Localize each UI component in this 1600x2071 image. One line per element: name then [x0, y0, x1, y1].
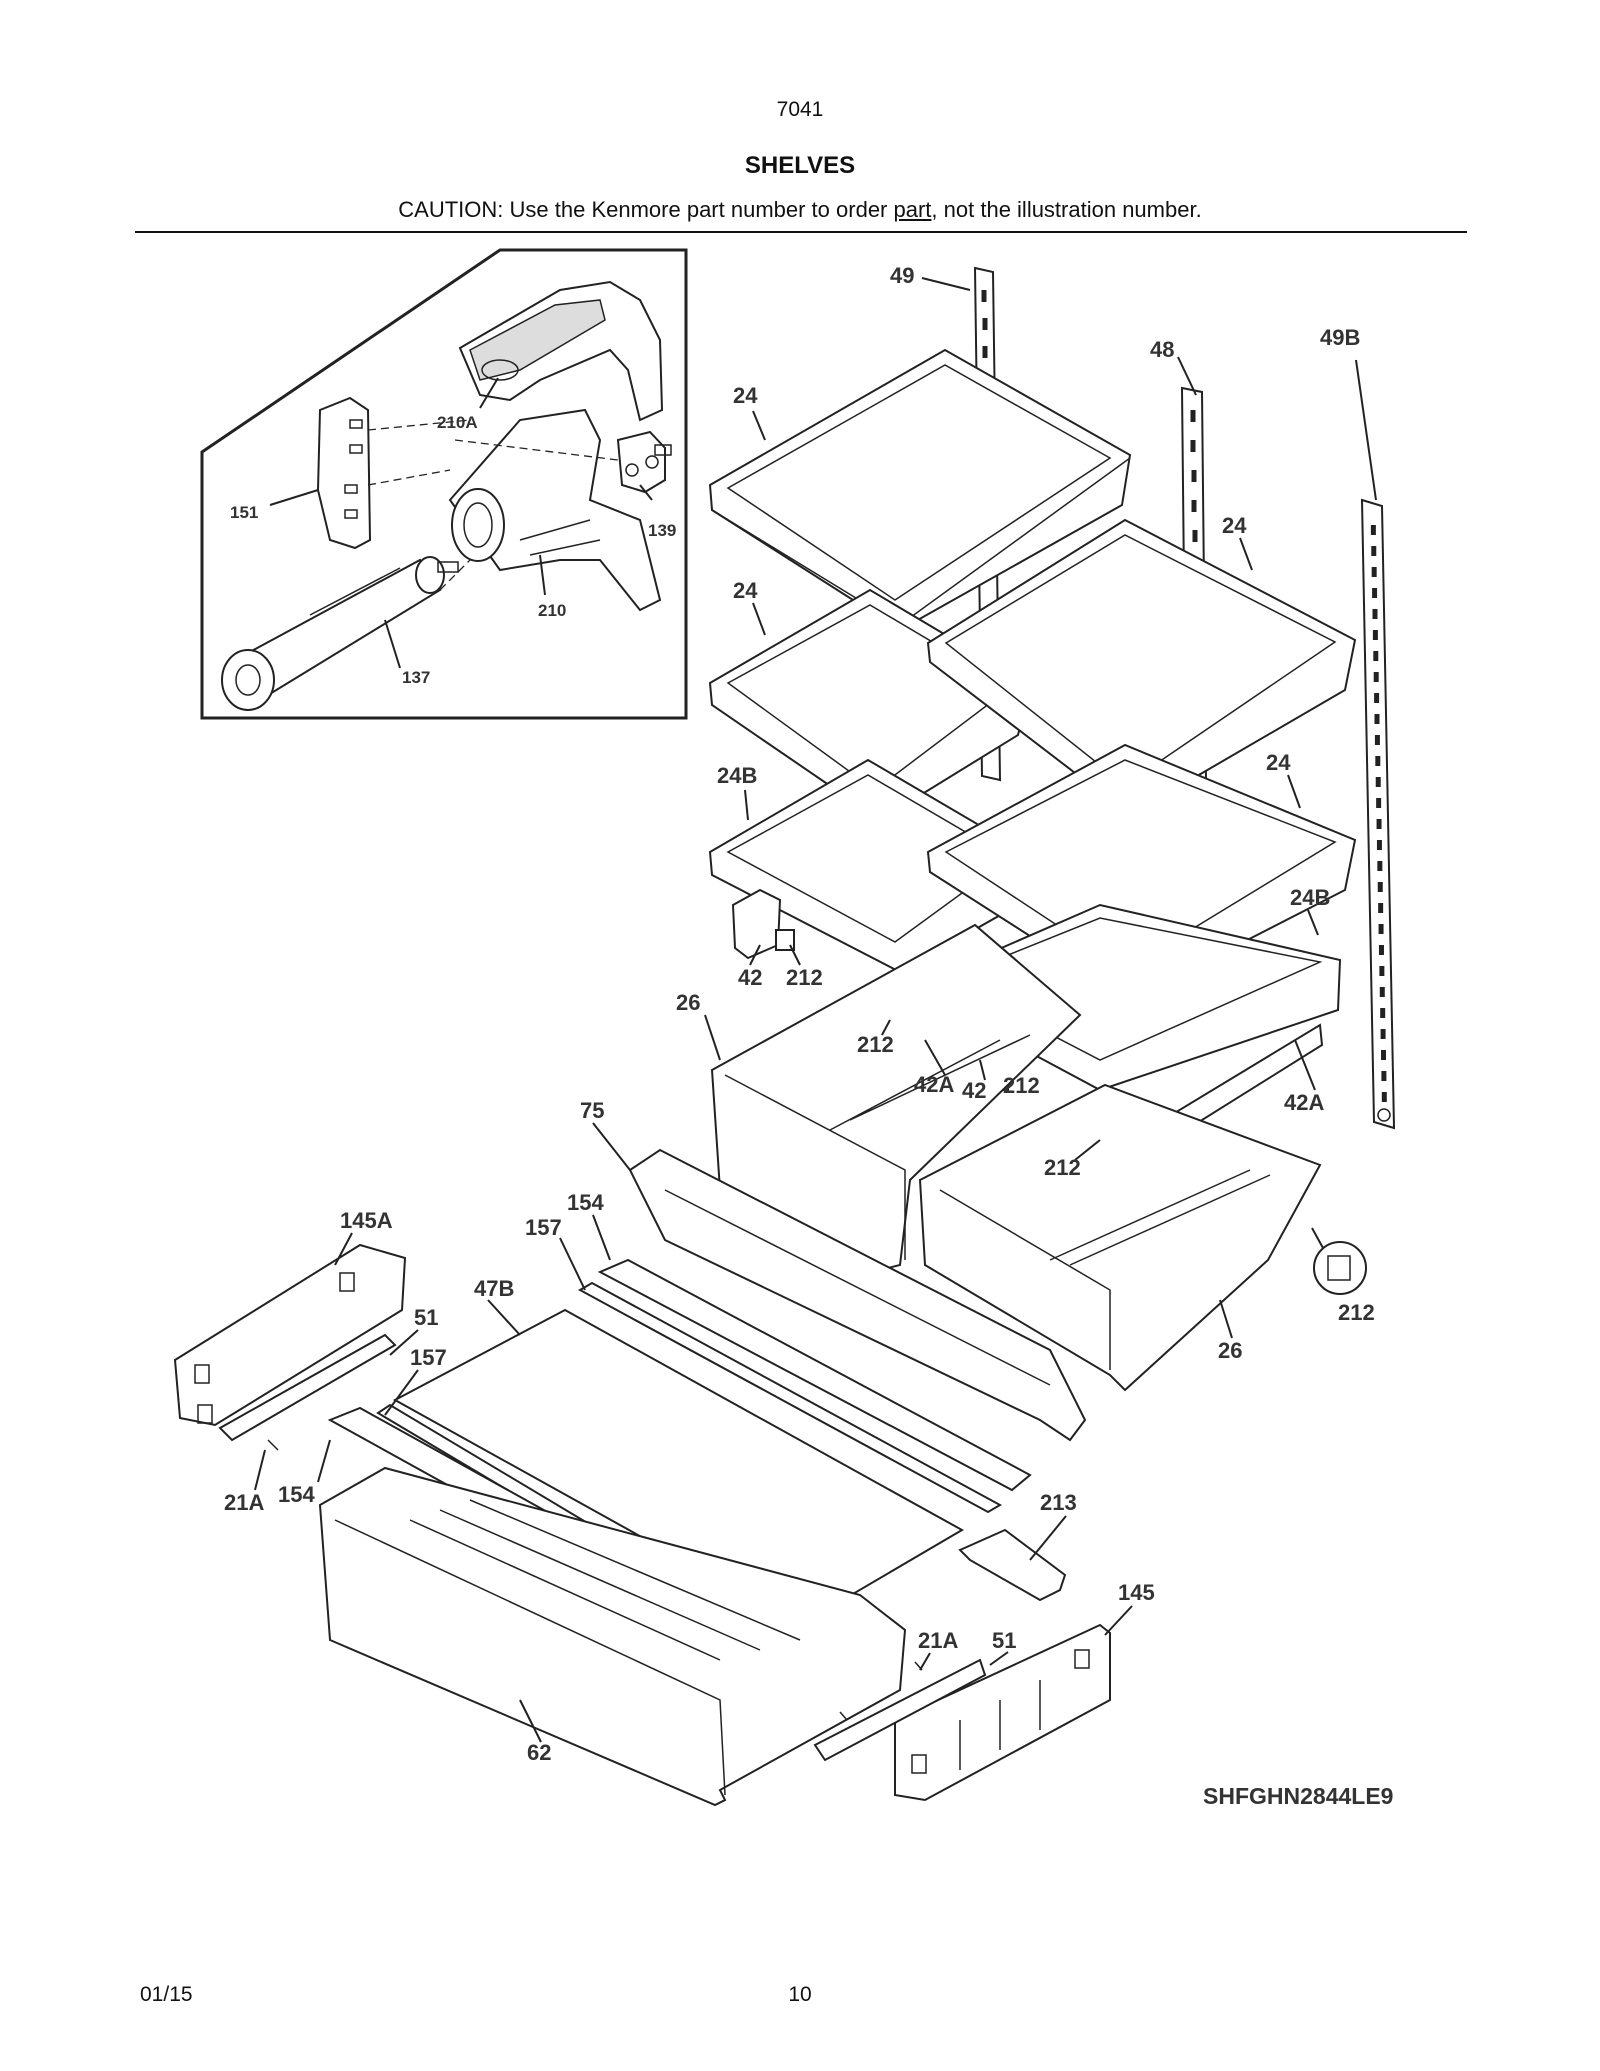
- shelf-24-mid-right: [926, 518, 1357, 817]
- leader-lines: [254, 277, 1377, 1743]
- callout-24-lower-right: 24: [1266, 750, 1291, 775]
- part-139-valve: [616, 430, 672, 494]
- part-75-crisper-cover: [628, 1148, 1087, 1442]
- callout-154-lower: 154: [278, 1482, 315, 1507]
- filter-inset: 210A 151 139 210 137: [200, 248, 688, 720]
- callout-24B-right: 24B: [1290, 885, 1330, 910]
- callout-47B: 47B: [474, 1276, 514, 1301]
- part-137-filter-cartridge: [221, 556, 459, 711]
- callout-154-upper: 154: [567, 1190, 604, 1215]
- footer-page-number: 10: [788, 1983, 812, 2006]
- callout-210A: 210A: [437, 413, 478, 432]
- part-21A-screw-left: [267, 1439, 279, 1451]
- callout-157-upper: 157: [525, 1215, 562, 1240]
- callout-212-c: 212: [1003, 1073, 1040, 1098]
- part-51-slide-right: [813, 1658, 987, 1762]
- part-145-end-cap-right: [894, 1623, 1111, 1802]
- part-51-slide-left: [218, 1333, 397, 1442]
- part-210-filter-head: [448, 408, 662, 612]
- callout-21A-right: 21A: [918, 1628, 958, 1653]
- callout-212-e: 212: [1338, 1300, 1375, 1325]
- section-title: SHELVES: [744, 152, 856, 179]
- footer-date: 01/15: [140, 1983, 193, 2006]
- part-154-rail-upper: [597, 1258, 1032, 1492]
- callout-42: 42: [738, 965, 762, 990]
- part-42-bracket-left: [731, 888, 782, 960]
- callout-42-center: 42: [962, 1078, 986, 1103]
- model-number: SHFGHN2844LE9: [1203, 1783, 1394, 1809]
- callout-51-right: 51: [992, 1628, 1016, 1653]
- callout-212-b: 212: [857, 1032, 894, 1057]
- callout-75: 75: [580, 1098, 604, 1123]
- callout-49B: 49B: [1320, 325, 1360, 350]
- callout-42A-right: 42A: [1284, 1090, 1324, 1115]
- part-26-drawer-lower: [918, 1083, 1322, 1392]
- callout-145: 145: [1118, 1580, 1155, 1605]
- callout-137: 137: [402, 668, 430, 687]
- part-145A-end-cap-left: [173, 1243, 407, 1427]
- callout-212: 212: [786, 965, 823, 990]
- callout-42A: 42A: [914, 1072, 954, 1097]
- part-151-clip: [316, 396, 372, 550]
- callout-21A-left: 21A: [224, 1490, 264, 1515]
- header-rule: [135, 231, 1467, 233]
- callout-212-d: 212: [1044, 1155, 1081, 1180]
- part-26-drawer-upper: [710, 923, 1082, 1272]
- caution-note: CAUTION: Use the Kenmore part number to …: [0, 197, 1600, 223]
- part-212-clip-e: [1311, 1227, 1367, 1295]
- callout-139: 139: [648, 521, 676, 540]
- caution-prefix: CAUTION: Use the Kenmore part number to …: [398, 197, 894, 222]
- callout-24-right: 24: [1222, 513, 1247, 538]
- callout-24B: 24B: [717, 763, 757, 788]
- callout-210: 210: [538, 601, 566, 620]
- callout-labels: 49 48 24 49B 24 24 24B 24 24B 42 212 26 …: [224, 263, 1375, 1765]
- callout-24-mid: 24: [733, 578, 758, 603]
- callout-151: 151: [230, 503, 258, 522]
- callout-145A: 145A: [340, 1208, 393, 1233]
- caution-suffix: , not the illustration number.: [931, 197, 1202, 222]
- callout-24: 24: [733, 383, 758, 408]
- callout-48: 48: [1150, 337, 1174, 362]
- part-212-clip-a: [775, 929, 795, 951]
- caution-underlined-word: part: [893, 197, 932, 222]
- callout-26-lower: 26: [1218, 1338, 1242, 1363]
- part-62-pantry-drawer: [318, 1466, 907, 1807]
- part-157-trim-upper: [577, 1281, 1003, 1514]
- part-213-damper: [958, 1528, 1067, 1602]
- part-210A-housing-cover: [458, 280, 664, 422]
- callout-51-left: 51: [414, 1305, 438, 1330]
- callout-157-lower: 157: [410, 1345, 447, 1370]
- callout-49: 49: [890, 263, 914, 288]
- callout-26-upper: 26: [676, 990, 700, 1015]
- callout-62: 62: [527, 1740, 551, 1765]
- part-49B-rail-right: [1360, 498, 1396, 1130]
- callout-213: 213: [1040, 1490, 1077, 1515]
- diagram-number: 7041: [776, 98, 824, 121]
